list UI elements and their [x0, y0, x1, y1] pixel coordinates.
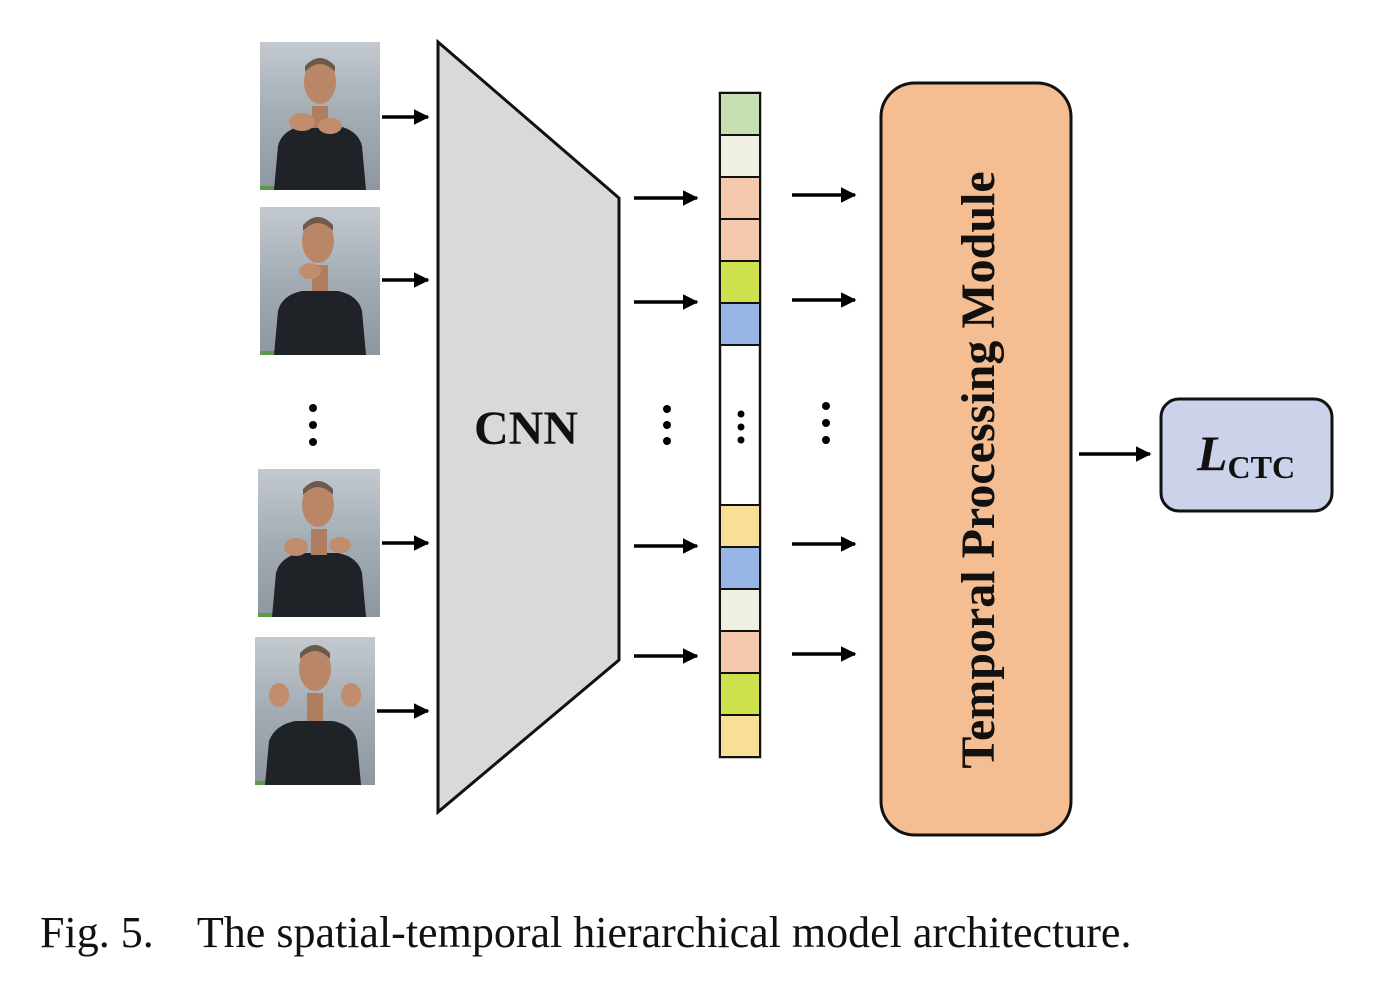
- input-frame-3: [258, 469, 380, 617]
- ctc-loss-box: [1159, 397, 1334, 513]
- feature-sequence: [718, 91, 762, 759]
- figure-caption: Fig. 5. The spatial-temporal hierarchica…: [40, 898, 1370, 968]
- loss-symbol: L: [1196, 425, 1228, 481]
- top-feature-cell-5: [719, 260, 761, 304]
- input-frame-2: [260, 207, 380, 355]
- cnn-block: [436, 38, 621, 816]
- frame-to-cnn-arrows: [377, 109, 430, 719]
- bottom-feature-cell-6: [719, 714, 761, 758]
- feature-ellipsis: [737, 410, 745, 444]
- top-feature-cell-3: [719, 176, 761, 220]
- bottom-feature-cell-2: [719, 546, 761, 590]
- cnn-to-feature-arrows: [634, 190, 699, 664]
- loss-subscript: CTC: [1227, 449, 1295, 485]
- top-feature-cell-1: [719, 92, 761, 136]
- cnn-label: CNN: [474, 402, 578, 455]
- top-feature-cell-2: [719, 134, 761, 178]
- feature-to-temporal-arrows: [792, 187, 857, 662]
- ctc-loss-label: LCTC: [1196, 425, 1295, 485]
- caption-text: The spatial-temporal hierarchical model …: [196, 908, 1132, 957]
- temporal-module-label: Temporal Processing Module: [952, 171, 1005, 768]
- bottom-feature-cell-3: [719, 588, 761, 632]
- figure-number: Fig. 5.: [40, 908, 154, 957]
- top-feature-cell-4: [719, 218, 761, 262]
- temporal-input-ellipsis: [822, 402, 830, 444]
- temporal-processing-module: [879, 81, 1073, 837]
- top-feature-cell-6: [719, 302, 761, 346]
- bottom-feature-cell-4: [719, 630, 761, 674]
- frames-ellipsis: [309, 404, 317, 446]
- input-frame-4: [255, 637, 375, 785]
- cnn-output-ellipsis: [663, 405, 671, 445]
- input-frame-1: [260, 42, 380, 190]
- bottom-feature-cell-1: [719, 504, 761, 548]
- bottom-feature-cell-5: [719, 672, 761, 716]
